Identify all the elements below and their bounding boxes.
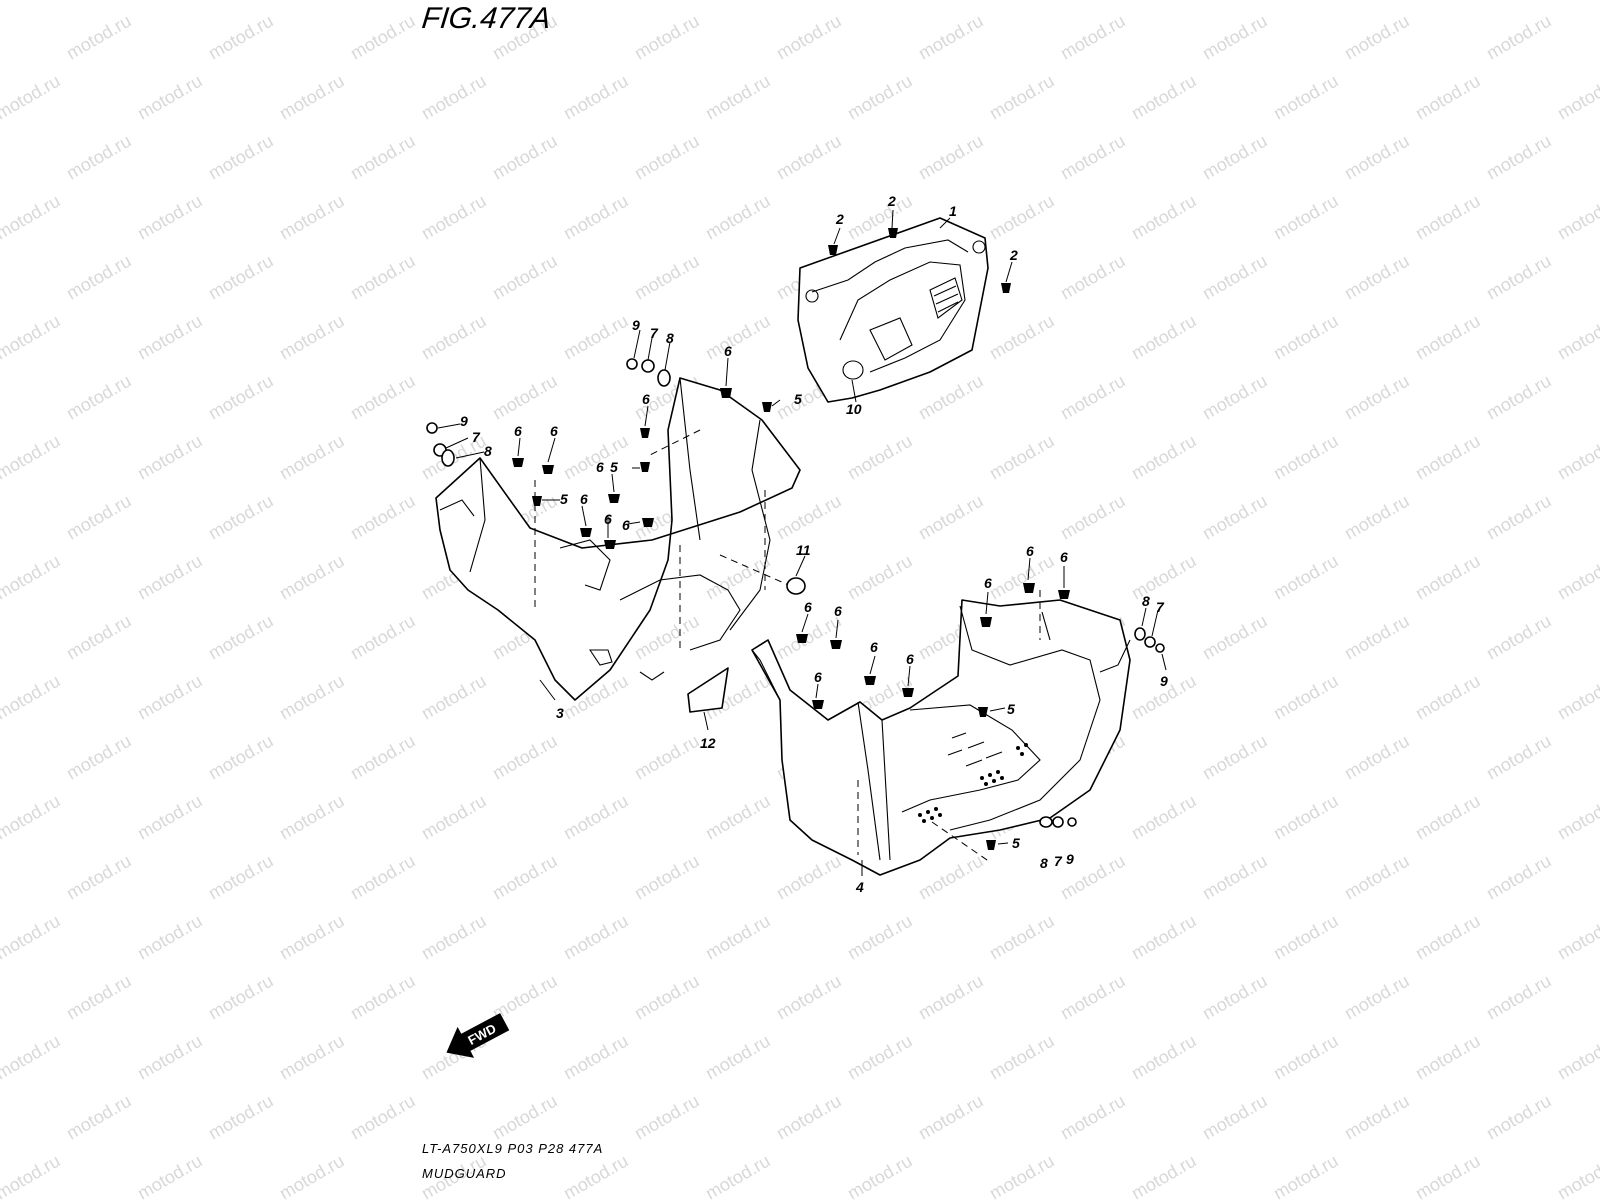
callout-6: 6 [834, 603, 842, 619]
callout-5: 5 [560, 491, 568, 507]
callout-6: 6 [1026, 543, 1034, 559]
figure-name: MUDGUARD [422, 1166, 507, 1181]
callout-6: 6 [642, 391, 650, 407]
callout-10: 10 [846, 401, 862, 417]
callout-8: 8 [1142, 593, 1150, 609]
callout-1: 1 [949, 203, 957, 219]
callout-6: 6 [514, 423, 522, 439]
callout-6: 6 [604, 511, 612, 527]
callout-6: 6 [814, 669, 822, 685]
callout-4: 4 [855, 879, 864, 895]
part-4-right-mudguard [751, 590, 1131, 876]
callout-5: 5 [1012, 835, 1020, 851]
callout-9: 9 [632, 317, 640, 333]
callout-3: 3 [556, 705, 564, 721]
figure-code: LT-A750XL9 P03 P28 477A [422, 1141, 604, 1156]
callout-6: 6 [906, 651, 914, 667]
callout-6: 6 [870, 639, 878, 655]
leader-lines [437, 209, 1167, 876]
footrest-tread-dots [918, 743, 1028, 823]
callout-6: 6 [984, 575, 992, 591]
callout-8: 8 [666, 330, 674, 346]
callout-6: 6 [804, 599, 812, 615]
part-11-grommet [786, 577, 806, 595]
fasteners [426, 228, 1165, 850]
callout-5: 5 [610, 459, 618, 475]
callout-6: 6 [622, 517, 630, 533]
callout-8: 8 [1040, 855, 1048, 871]
callout-2: 2 [835, 211, 844, 227]
part-1-panel [797, 217, 989, 403]
callout-7: 7 [650, 325, 659, 341]
callout-9: 9 [1066, 851, 1074, 867]
callout-6: 6 [550, 423, 558, 439]
callout-2: 2 [887, 193, 896, 209]
callout-11: 11 [796, 542, 811, 558]
callout-6: 6 [596, 459, 604, 475]
callout-5: 5 [1007, 701, 1015, 717]
callout-6: 6 [724, 343, 732, 359]
callout-7: 7 [472, 429, 481, 445]
callout-7: 7 [1054, 853, 1063, 869]
callout-7: 7 [1156, 599, 1165, 615]
fwd-arrow-icon: FWD [446, 1013, 510, 1058]
part-12-pad [687, 667, 729, 713]
callout-6: 6 [1060, 549, 1068, 565]
callout-2: 2 [1009, 247, 1018, 263]
callout-8: 8 [484, 443, 492, 459]
callout-6: 6 [580, 491, 588, 507]
callout-5: 5 [794, 391, 802, 407]
callout-12: 12 [700, 735, 716, 751]
callout-9: 9 [460, 413, 468, 429]
callout-9: 9 [1160, 673, 1168, 689]
part-3-left-mudguard [435, 377, 801, 701]
callout-numbers: 1 2 2 2 10 9 7 8 6 5 6 9 7 8 6 6 6 5 5 6… [460, 193, 1168, 895]
